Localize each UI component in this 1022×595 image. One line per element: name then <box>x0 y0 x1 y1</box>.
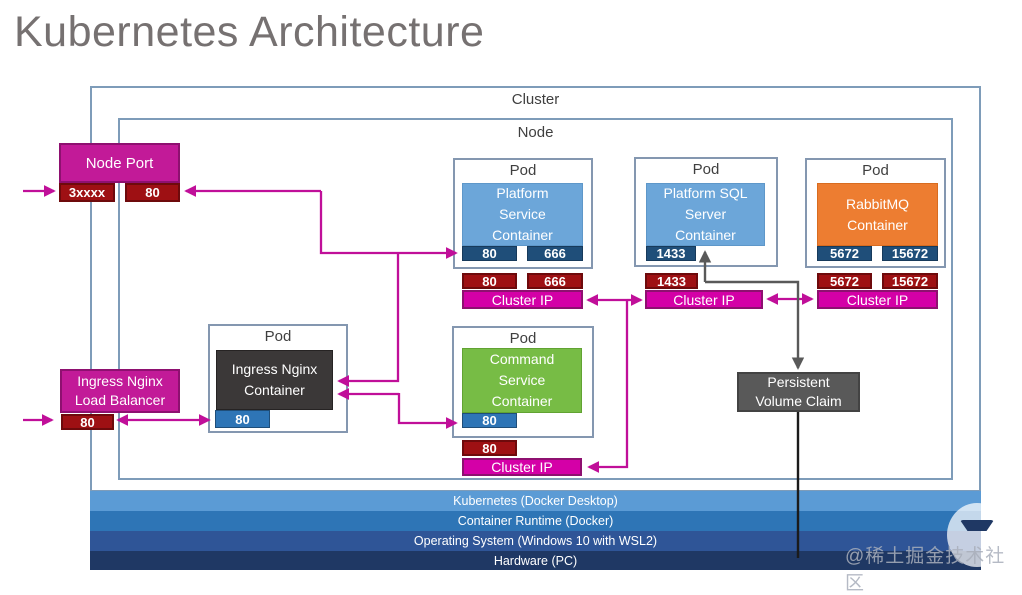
cluster-label: Cluster <box>511 90 560 108</box>
cluster-ip-platform: Cluster IP <box>462 290 583 309</box>
service-port-15672: 15672 <box>882 273 938 289</box>
pvc-box: Persistent Volume Claim <box>737 372 860 412</box>
service-port-5672: 5672 <box>817 273 872 289</box>
watermark-text: @稀土掘金技术社区 <box>845 546 1006 594</box>
stack-layer-container-runtime: Container Runtime (Docker) <box>90 511 981 531</box>
container-port-80-platform: 80 <box>462 246 517 261</box>
cluster-ip-sql: Cluster IP <box>645 290 763 309</box>
container-port-15672: 15672 <box>882 246 938 261</box>
service-port-80-platform: 80 <box>462 273 517 289</box>
container-port-80-command: 80 <box>462 413 517 428</box>
pod-label-sql: Pod <box>692 160 720 178</box>
node-port-port-80: 80 <box>125 183 180 202</box>
pod-label-command: Pod <box>509 329 537 347</box>
container-ingress-nginx: Ingress Nginx Container <box>216 350 333 410</box>
service-port-666-platform: 666 <box>527 273 583 289</box>
ingress-lb-port-80: 80 <box>61 414 114 430</box>
pod-label-platform-service: Pod <box>509 161 537 179</box>
pod-label-ingress: Pod <box>264 327 292 345</box>
node-label: Node <box>517 123 554 141</box>
stack-layer-hardware: Hardware (PC) <box>90 551 981 570</box>
ingress-lb-box: Ingress Nginx Load Balancer <box>60 369 180 413</box>
pod-label-rabbitmq: Pod <box>862 161 889 179</box>
container-sql-server: Platform SQL Server Container <box>646 183 765 246</box>
stack-layer-kubernetes: Kubernetes (Docker Desktop) <box>90 491 981 511</box>
page-title: Kubernetes Architecture <box>14 8 485 56</box>
container-port-1433: 1433 <box>646 246 696 261</box>
cluster-ip-rabbitmq: Cluster IP <box>817 290 938 309</box>
slide: Kubernetes Architecture Cluster Node Kub… <box>0 0 1022 574</box>
service-port-80-command: 80 <box>462 440 517 456</box>
stack-layer-os: Operating System (Windows 10 with WSL2) <box>90 531 981 551</box>
container-rabbitmq: RabbitMQ Container <box>817 183 938 246</box>
container-command-service: Command Service Container <box>462 348 582 413</box>
container-port-666-platform: 666 <box>527 246 583 261</box>
node-port-port-3xxxx: 3xxxx <box>59 183 115 202</box>
node-port-box: Node Port <box>59 143 180 183</box>
container-port-80-ingress: 80 <box>215 410 270 428</box>
juejin-logo <box>947 503 1007 567</box>
cluster-ip-command: Cluster IP <box>462 458 582 476</box>
service-port-1433: 1433 <box>645 273 698 289</box>
container-port-5672: 5672 <box>817 246 872 261</box>
container-platform-service: Platform Service Container <box>462 183 583 246</box>
